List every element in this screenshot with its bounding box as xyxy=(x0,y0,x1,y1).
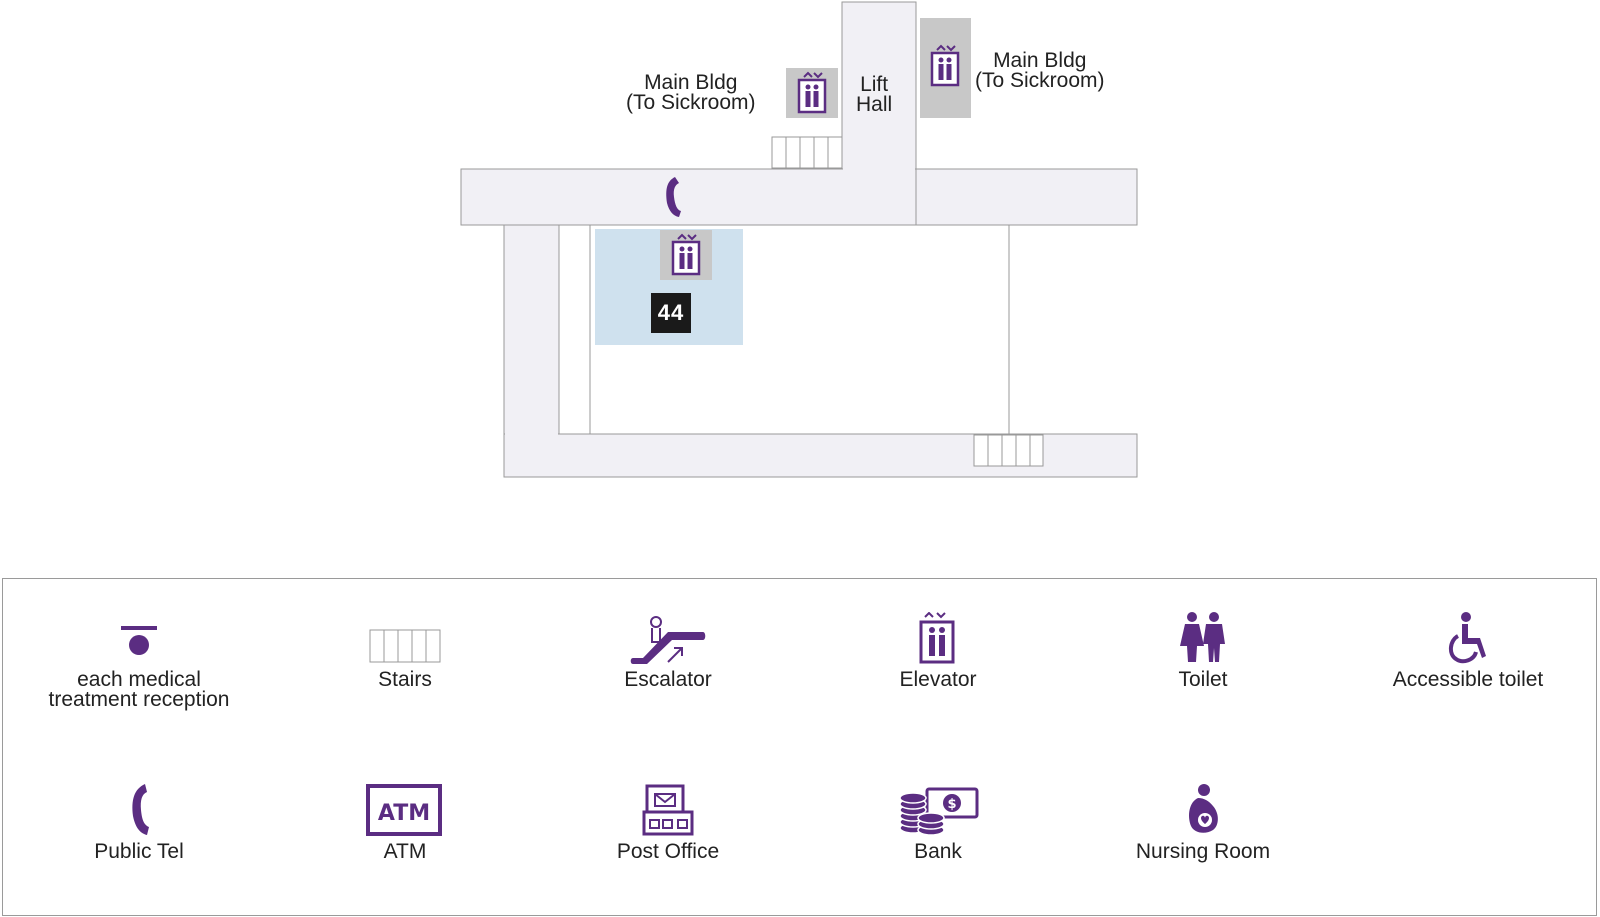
legend-item-elevator: Elevator xyxy=(808,604,1068,690)
legend-item-nursing-room: Nursing Room xyxy=(1073,776,1333,862)
public-tel-map-icon xyxy=(666,177,681,217)
legend-label: treatment reception xyxy=(48,688,230,711)
elevator-area-44 xyxy=(660,230,712,280)
room-number-44: 44 xyxy=(651,293,691,333)
stairs-upper xyxy=(771,136,843,169)
legend-label: Post Office xyxy=(616,840,720,863)
stairs-lower xyxy=(973,434,1044,467)
legend-item-reception: each medical treatment reception xyxy=(9,604,269,710)
legend-item-toilet: Toilet xyxy=(1073,604,1333,690)
left-corridor xyxy=(503,224,560,435)
main-bldg-right-label: Main Bldg (To Sickroom) xyxy=(975,49,1105,92)
post-office-icon xyxy=(628,776,708,836)
elevator-main-bldg-left xyxy=(786,68,838,118)
legend-label: Stairs xyxy=(378,668,432,691)
svg-text:$: $ xyxy=(947,797,956,812)
floor-map xyxy=(460,1,1138,478)
legend-label: Public Tel xyxy=(94,840,184,863)
legend-label: Accessible toilet xyxy=(1392,668,1544,691)
legend-item-atm: ATM ATM xyxy=(275,776,535,862)
accessible-toilet-icon xyxy=(1428,604,1508,664)
legend-item-post-office: Post Office xyxy=(538,776,798,862)
legend-label: Escalator xyxy=(624,668,712,691)
stairs-icon xyxy=(365,604,445,664)
lift-hall-label: Lift Hall xyxy=(856,73,893,116)
legend-label: ATM xyxy=(383,840,427,863)
svg-text:ATM: ATM xyxy=(378,801,430,826)
elevator-main-bldg-right xyxy=(920,18,971,118)
legend-label: Elevator xyxy=(899,668,977,691)
elevator-icon xyxy=(898,604,978,664)
legend-item-escalator: Escalator xyxy=(538,604,798,690)
legend-label: Toilet xyxy=(1178,668,1228,691)
main-bldg-left-label: Main Bldg (To Sickroom) xyxy=(626,71,756,114)
legend-item-bank: $ Bank xyxy=(808,776,1068,862)
upper-right-corridor xyxy=(915,168,1138,226)
toilet-icon xyxy=(1163,604,1243,664)
legend-item-public-tel: Public Tel xyxy=(9,776,269,862)
bank-icon: $ xyxy=(893,776,983,836)
escalator-icon xyxy=(628,604,708,664)
legend: each medical treatment reception Stairs … xyxy=(2,578,1597,916)
legend-item-accessible-toilet: Accessible toilet xyxy=(1338,604,1598,690)
legend-label: Nursing Room xyxy=(1135,840,1271,863)
legend-item-stairs: Stairs xyxy=(275,604,535,690)
public-tel-icon xyxy=(99,776,179,836)
legend-label: each medical xyxy=(77,668,201,691)
atm-icon: ATM xyxy=(365,776,445,836)
reception-icon xyxy=(99,604,179,664)
nursing-room-icon xyxy=(1163,776,1243,836)
upper-corridor xyxy=(460,168,917,226)
legend-label: Bank xyxy=(914,840,962,863)
